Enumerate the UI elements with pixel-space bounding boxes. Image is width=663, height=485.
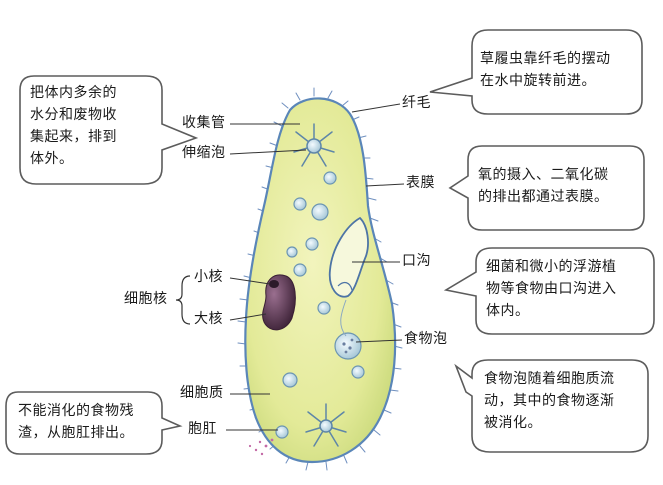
label-macronucleus: 大核	[194, 311, 223, 327]
leader-macronucleus	[229, 313, 267, 321]
contractile-vacuole-top	[293, 123, 335, 167]
callout-egestion	[5, 391, 183, 455]
oral-groove-shape	[328, 216, 369, 298]
contractile-vacuole-bottom	[305, 403, 347, 447]
leader-food-vacuole	[355, 339, 403, 343]
label-micronucleus: 小核	[194, 269, 223, 285]
label-cilia: 纤毛	[402, 95, 431, 111]
label-oral-groove: 口沟	[402, 253, 431, 269]
callout-egestion-text: 不能消化的食物残 渣，从胞肛排出。	[18, 403, 134, 441]
leader-cilia	[351, 103, 401, 113]
callout-movement-text: 草履虫靠纤毛的摆动 在水中旋转前进。	[480, 51, 611, 89]
leader-pellicle	[365, 183, 405, 187]
label-anal-pore: 胞肛	[188, 421, 217, 437]
label-contractile-vacuole: 伸缩泡	[182, 145, 226, 161]
cell-body	[244, 97, 397, 464]
callout-feeding-text: 细菌和微小的浮游植 物等食物由口沟进入 体内。	[486, 259, 617, 319]
callout-digestion	[454, 359, 649, 453]
label-nucleus: 细胞核	[124, 291, 168, 307]
micronucleus-shape	[269, 280, 279, 288]
callout-respiration	[448, 145, 645, 231]
nucleus-brace	[175, 275, 191, 325]
callout-feeding	[443, 247, 655, 335]
leader-micronucleus	[229, 277, 271, 285]
callout-respiration-text: 氧的摄入、二氧化碳 的排出都通过表膜。	[478, 167, 609, 205]
callout-digestion-text: 食物泡随着细胞质流 动，其中的食物逐渐 被消化。	[484, 371, 615, 431]
leader-contractile-vacuole	[229, 149, 307, 155]
label-cytoplasm: 细胞质	[180, 385, 224, 401]
egested-particles	[248, 438, 274, 456]
callout-excretion	[19, 75, 199, 185]
callout-excretion-text: 把体内多余的 水分和废物收 集起来，排到 体外。	[30, 85, 117, 167]
label-collecting-canal: 收集管	[182, 115, 226, 131]
label-food-vacuole: 食物泡	[404, 331, 448, 347]
food-vacuoles	[275, 171, 365, 439]
callout-movement	[429, 29, 643, 115]
label-pellicle: 表膜	[406, 175, 435, 191]
